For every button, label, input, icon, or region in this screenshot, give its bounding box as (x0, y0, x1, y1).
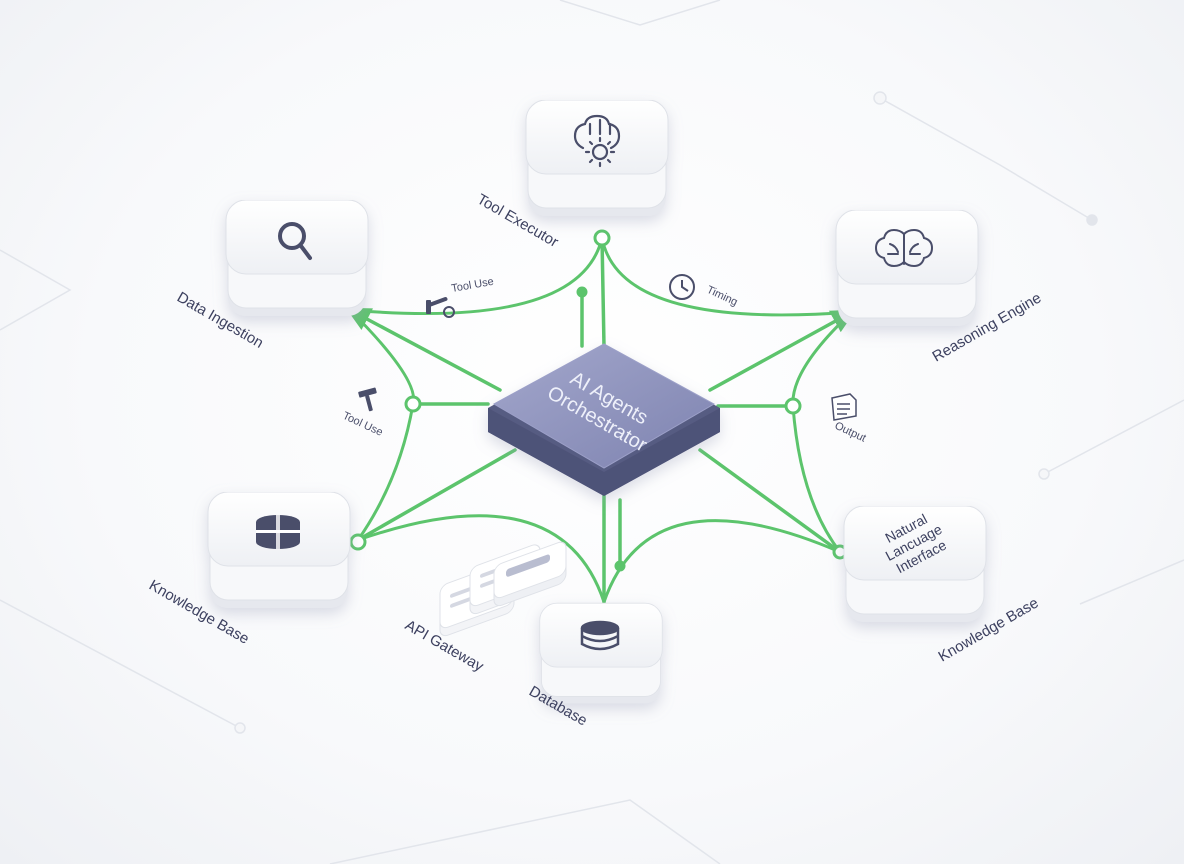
database-node[interactable] (539, 602, 663, 704)
wrench-icon (426, 297, 455, 318)
reasoning-engine-node[interactable] (835, 210, 979, 327)
tool-use-left-label: Tool Use (341, 410, 385, 439)
magnifier-icon (278, 222, 312, 260)
tool-use-top-label: Tool Use (450, 276, 494, 295)
orchestrator-node[interactable] (488, 343, 720, 496)
timing-label: Timing (705, 284, 740, 309)
database-icon (580, 620, 620, 651)
knowledge-base-left-node[interactable] (207, 492, 351, 609)
connector-knowledge-base-right (698, 448, 842, 554)
connector-knowledge-base-left (356, 448, 517, 542)
connector-data-ingestion (345, 307, 502, 392)
data-ingestion-node[interactable] (225, 200, 369, 317)
brain-gear-icon (573, 114, 621, 168)
document-icon (831, 393, 857, 421)
api-gateway-node[interactable] (439, 540, 567, 638)
output-label: Output (833, 420, 868, 445)
database-icon-left (256, 515, 300, 549)
document-stack-icon (493, 541, 567, 607)
connector-tool-executor (600, 236, 606, 348)
brain-icon (874, 228, 934, 268)
connectors (345, 236, 857, 604)
clock-icon (669, 274, 695, 300)
connector-reasoning-engine (708, 309, 857, 392)
connector-joints (349, 229, 848, 572)
net-curves (348, 237, 854, 603)
hammer-icon (358, 387, 377, 412)
